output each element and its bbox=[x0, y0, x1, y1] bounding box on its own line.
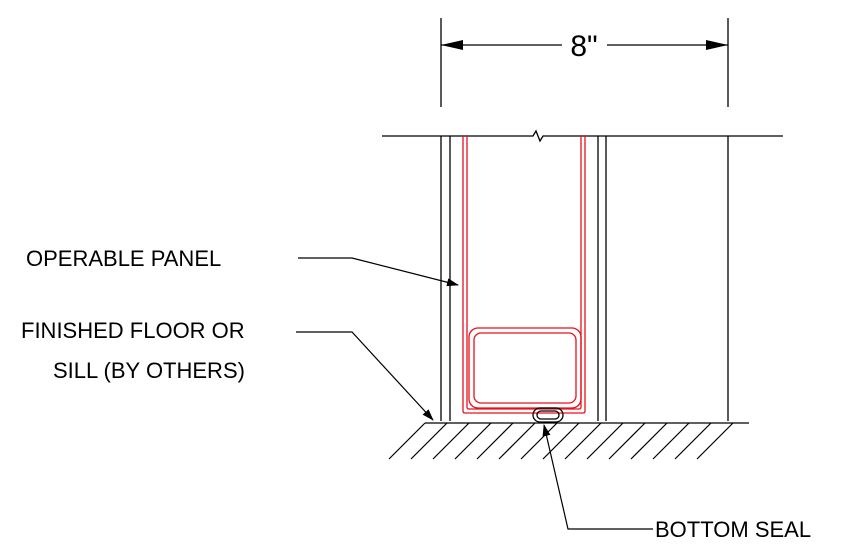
bottom-seal-inner bbox=[536, 410, 560, 420]
panel-bottom-rail-outer bbox=[468, 327, 582, 409]
head-break-line bbox=[382, 129, 783, 143]
callout-finished-floor-leader bbox=[296, 331, 434, 421]
callout-operable-panel-leader bbox=[298, 257, 459, 287]
panel-bottom-rail-inner bbox=[473, 332, 577, 404]
bottom-seal-outer bbox=[532, 407, 564, 423]
callout-operable-panel-label: OPERABLE PANEL bbox=[26, 246, 221, 271]
panel-outline-outer bbox=[462, 136, 586, 414]
callout-bottom-seal-leader bbox=[542, 424, 653, 530]
panel-outline-inner bbox=[466, 136, 582, 410]
callout-finished-floor-label-line2: SILL (BY OTHERS) bbox=[53, 358, 245, 383]
callout-bottom-seal-label: BOTTOM SEAL bbox=[655, 517, 811, 542]
frame-jambs bbox=[440, 136, 729, 421]
operable-panel bbox=[462, 136, 586, 414]
dimension-group bbox=[440, 18, 729, 107]
floor-slab bbox=[388, 422, 749, 460]
dimension-arrow-left bbox=[441, 40, 463, 50]
dimension-arrow-right bbox=[706, 40, 728, 50]
dimension-label: 8" bbox=[570, 30, 597, 63]
bottom-seal bbox=[532, 407, 564, 423]
floor-hatching bbox=[388, 422, 734, 460]
callout-finished-floor-label-line1: FINISHED FLOOR OR bbox=[21, 318, 245, 343]
